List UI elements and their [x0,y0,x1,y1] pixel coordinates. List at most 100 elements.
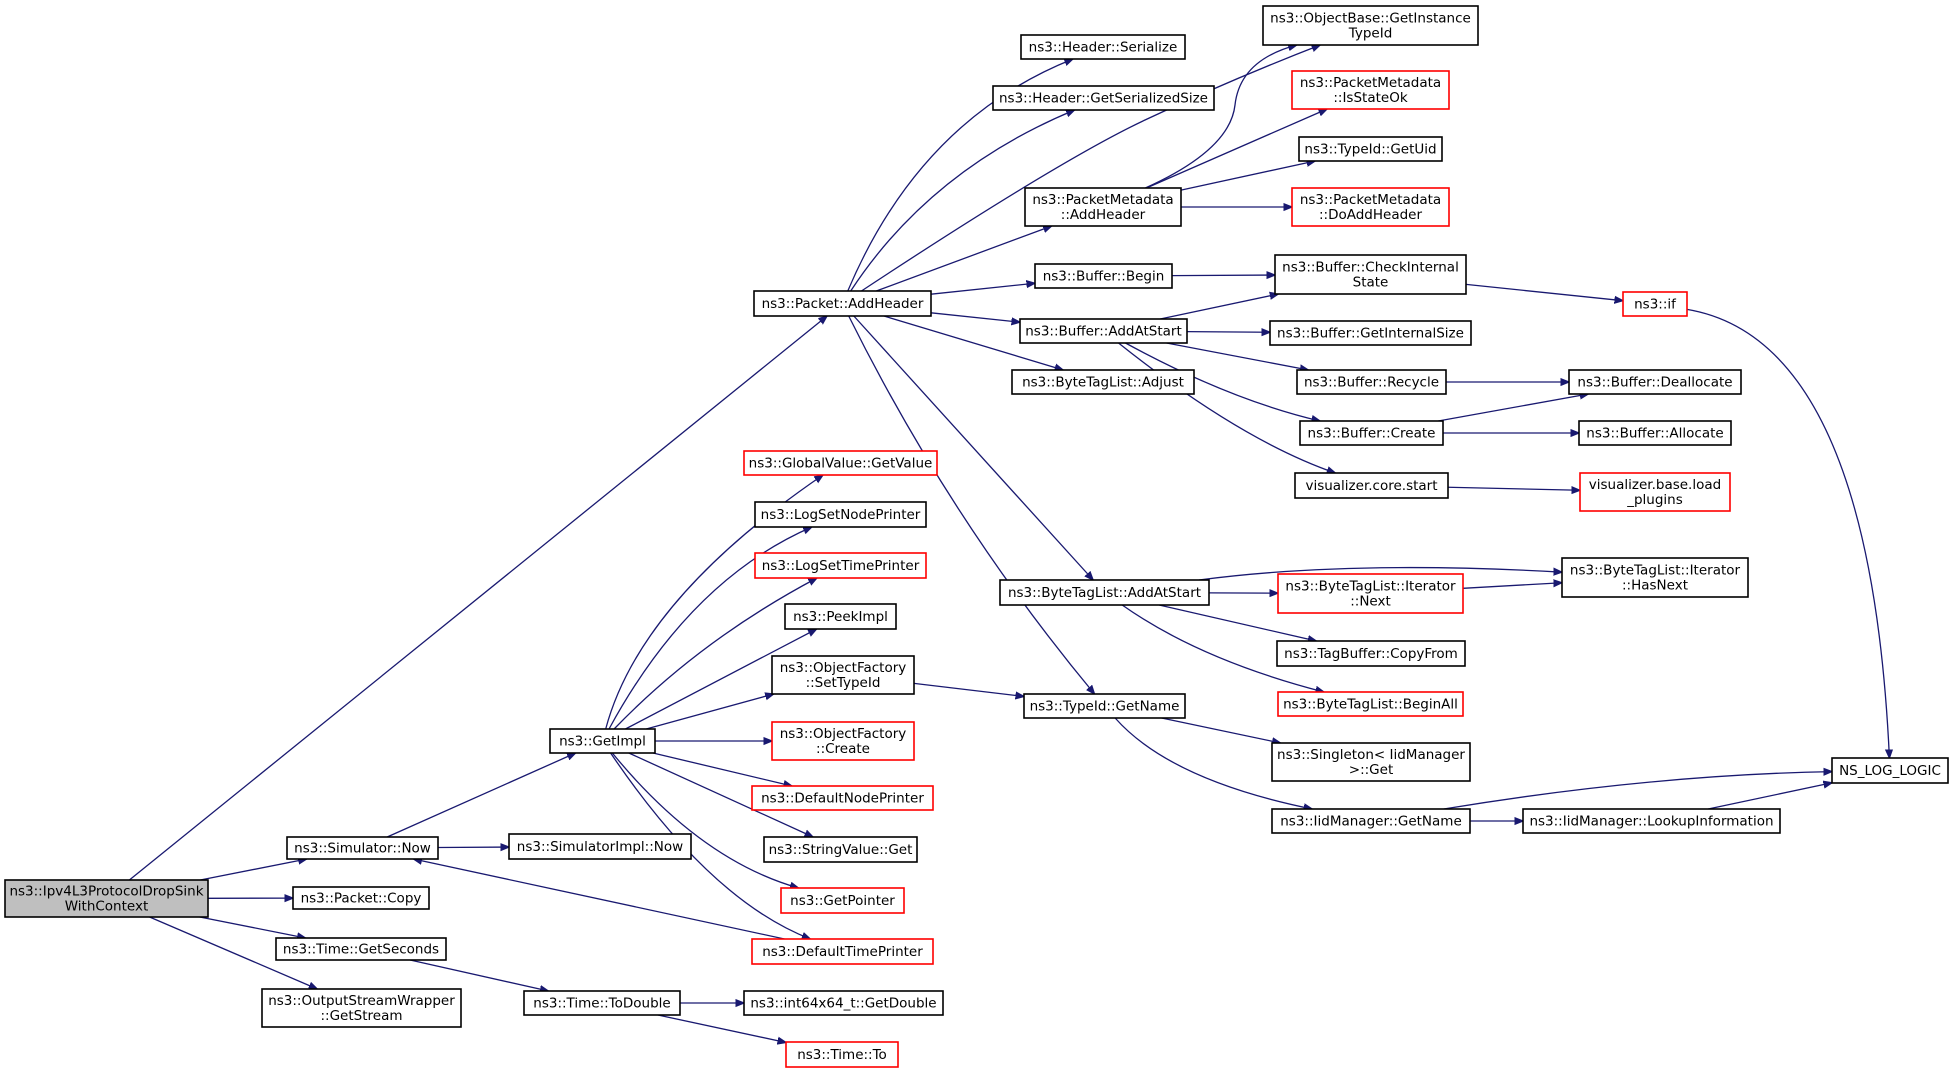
node-buffer-deallocate[interactable]: ns3::Buffer::Deallocate [1568,369,1742,395]
node-label: ns3::ByteTagList::AddAtStart [1008,585,1201,601]
node-box [771,721,915,761]
node-header-serialize[interactable]: ns3::Header::Serialize [1020,34,1186,60]
node-header-getserializedsize[interactable]: ns3::Header::GetSerializedSize [992,85,1215,111]
edge-packet_addheader-to-ob_getinstancetypeid [861,45,1320,292]
edge-getimpl-to-logsetnodeprinter [608,527,812,730]
edge-packet_addheader-to-btl_adjust [883,315,1063,370]
node-label: ns3::ByteTagList::Iterator [1570,563,1741,579]
node-label: visualizer.core.start [1305,478,1437,494]
node-time-to[interactable]: ns3::Time::To [785,1041,899,1068]
node-label: ns3::ObjectFactory [780,726,907,742]
node-stringvalue-get[interactable]: ns3::StringValue::Get [763,836,918,863]
node-btl-adjust[interactable]: ns3::ByteTagList::Adjust [1011,369,1195,395]
node-typeid-getname[interactable]: ns3::TypeId::GetName [1023,693,1186,719]
node-label: ns3::LogSetNodePrinter [761,507,921,523]
edge-of_settypeid-to-typeid_getname [913,682,1024,696]
node-label: ns3::GetImpl [559,734,646,750]
node-peekimpl[interactable]: ns3::PeekImpl [784,603,897,630]
node-pm-addheader[interactable]: ns3::PacketMetadata::AddHeader [1024,187,1182,227]
node-tagbuffer-copyfrom[interactable]: ns3::TagBuffer::CopyFrom [1276,640,1466,667]
node-label: ::HasNext [1622,578,1688,594]
node-box [1011,369,1195,395]
node-box [763,836,918,863]
edge-packet_addheader-to-buffer_addatstart [930,312,1020,322]
node-buffer-begin[interactable]: ns3::Buffer::Begin [1034,263,1173,289]
node-typeid-getuid[interactable]: ns3::TypeId::GetUid [1298,136,1443,162]
node-sim-now[interactable]: ns3::Simulator::Now [286,836,439,860]
node-btl-beginall[interactable]: ns3::ByteTagList::BeginAll [1277,691,1464,717]
node-label: ns3::IidManager::GetName [1280,814,1462,830]
edge-buffer_addatstart-to-buffer_create [1125,342,1321,421]
node-buffer-allocate[interactable]: ns3::Buffer::Allocate [1578,420,1732,446]
node-box [1294,472,1449,499]
node-box [771,655,915,695]
node-packet-addheader[interactable]: ns3::Packet::AddHeader [753,290,932,317]
edge-packet_addheader-to-buffer_begin [930,283,1035,295]
node-of-create[interactable]: ns3::ObjectFactory::Create [771,721,915,761]
node-box [754,552,927,579]
node-btl-iter-next[interactable]: ns3::ByteTagList::Iterator::Next [1277,573,1464,614]
node-vis-core-start[interactable]: visualizer.core.start [1294,472,1449,499]
node-buffer-addatstart[interactable]: ns3::Buffer::AddAtStart [1019,318,1188,344]
node-buffer-create[interactable]: ns3::Buffer::Create [1299,420,1444,446]
node-label: ns3::Buffer::Deallocate [1577,375,1732,391]
node-label: ns3::Ipv4L3ProtocolDropSink [9,884,203,900]
node-logsetnodeprinter[interactable]: ns3::LogSetNodePrinter [754,501,927,528]
node-time-getseconds[interactable]: ns3::Time::GetSeconds [275,937,447,961]
node-pm-doaddheader[interactable]: ns3::PacketMetadata::DoAddHeader [1291,187,1450,227]
node-label: NS_LOG_LOGIC [1839,763,1941,779]
node-box [1277,573,1464,614]
node-defaulttimeprinter[interactable]: ns3::DefaultTimePrinter [751,938,934,965]
edge-buffer_addatstart-to-buffer_checkinternalstate [1160,294,1278,320]
node-box [1298,136,1443,162]
edge-root-to-osw_getstream [149,916,318,989]
node-logsettimeprinter[interactable]: ns3::LogSetTimePrinter [754,552,927,579]
node-label: ns3::Buffer::Allocate [1586,426,1723,442]
node-defaultnodeprinter[interactable]: ns3::DefaultNodePrinter [751,785,934,811]
edge-btl_iter_next-to-btl_iter_hasnext [1462,583,1562,589]
node-gv-getvalue[interactable]: ns3::GlobalValue::GetValue [743,450,938,476]
node-getpointer[interactable]: ns3::GetPointer [780,887,905,914]
node-iidmanager-lookupinformation[interactable]: ns3::IidManager::LookupInformation [1522,808,1781,834]
edge-getimpl-to-getpointer [611,752,798,888]
node-of-settypeid[interactable]: ns3::ObjectFactory::SetTypeId [771,655,915,695]
node-buffer-recycle[interactable]: ns3::Buffer::Recycle [1296,369,1447,395]
node-ns-log-logic[interactable]: NS_LOG_LOGIC [1831,757,1949,784]
node-label: ns3::TagBuffer::CopyFrom [1284,646,1458,662]
node-packet-copy[interactable]: ns3::Packet::Copy [292,886,430,910]
node-iidmanager-getname[interactable]: ns3::IidManager::GetName [1271,808,1471,834]
node-getimpl[interactable]: ns3::GetImpl [549,728,656,754]
edge-defaulttimeprinter-to-sim_now [414,859,785,940]
node-box [1274,254,1467,295]
node-label: ns3::IidManager::LookupInformation [1529,814,1773,830]
node-vis-base-load-plugins[interactable]: visualizer.base.load_plugins [1579,472,1731,512]
node-label: ns3::GetPointer [790,893,895,909]
node-ns3-if[interactable]: ns3::if [1622,291,1688,317]
edge-root-to-time_getseconds [199,916,306,938]
node-int64-getdouble[interactable]: ns3::int64x64_t::GetDouble [743,990,944,1016]
node-box [1271,742,1471,782]
node-label: ns3::DefaultNodePrinter [761,791,924,807]
node-pm-isstateok[interactable]: ns3::PacketMetadata::IsStateOk [1291,70,1450,110]
node-label: ns3::Simulator::Now [294,841,431,857]
node-label: ns3::Packet::AddHeader [762,296,924,312]
node-label: ns3::Time::To [797,1047,887,1063]
edges-layer [128,45,1889,1042]
node-label: ns3::PacketMetadata [1300,75,1441,91]
edge-getimpl-to-defaultnodeprinter [652,752,792,786]
node-singleton-get[interactable]: ns3::Singleton< IidManager >::Get [1271,742,1471,782]
node-buffer-getinternalsize[interactable]: ns3::Buffer::GetInternalSize [1269,320,1472,346]
node-btl-iter-hasnext[interactable]: ns3::ByteTagList::Iterator::HasNext [1561,557,1749,598]
node-time-todouble[interactable]: ns3::Time::ToDouble [523,990,681,1016]
node-label: ns3::Buffer::GetInternalSize [1277,326,1464,342]
node-btl-addatstart[interactable]: ns3::ByteTagList::AddAtStart [999,579,1210,606]
node-simimpl-now[interactable]: ns3::SimulatorImpl::Now [508,833,692,860]
edge-iidmanager_getname-to-ns_log_logic [1443,772,1832,810]
node-label: ns3::PacketMetadata [1300,192,1441,208]
node-osw-getstream[interactable]: ns3::OutputStreamWrapper::GetStream [261,988,462,1028]
node-label: ::AddHeader [1061,207,1146,223]
node-box [1578,420,1732,446]
